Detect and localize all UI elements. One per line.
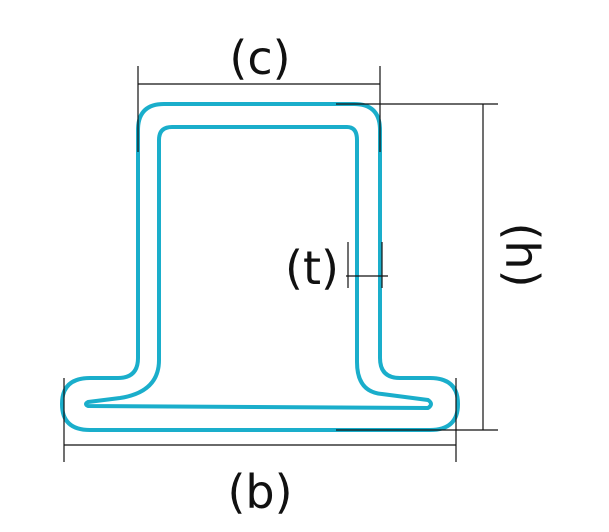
dimension-b: (b) xyxy=(63,378,457,519)
dimension-c: (c) xyxy=(137,31,381,152)
dimension-t-label: (t) xyxy=(285,241,339,295)
dimension-t: (t) xyxy=(285,241,388,295)
dimension-c-label: (c) xyxy=(229,31,290,85)
dimension-h-label: (h) xyxy=(495,222,549,287)
profile-inner-contour xyxy=(84,125,433,410)
profile-outer-contour xyxy=(60,102,460,432)
dimension-h: (h) xyxy=(336,103,549,431)
dimension-b-label: (b) xyxy=(227,465,292,519)
